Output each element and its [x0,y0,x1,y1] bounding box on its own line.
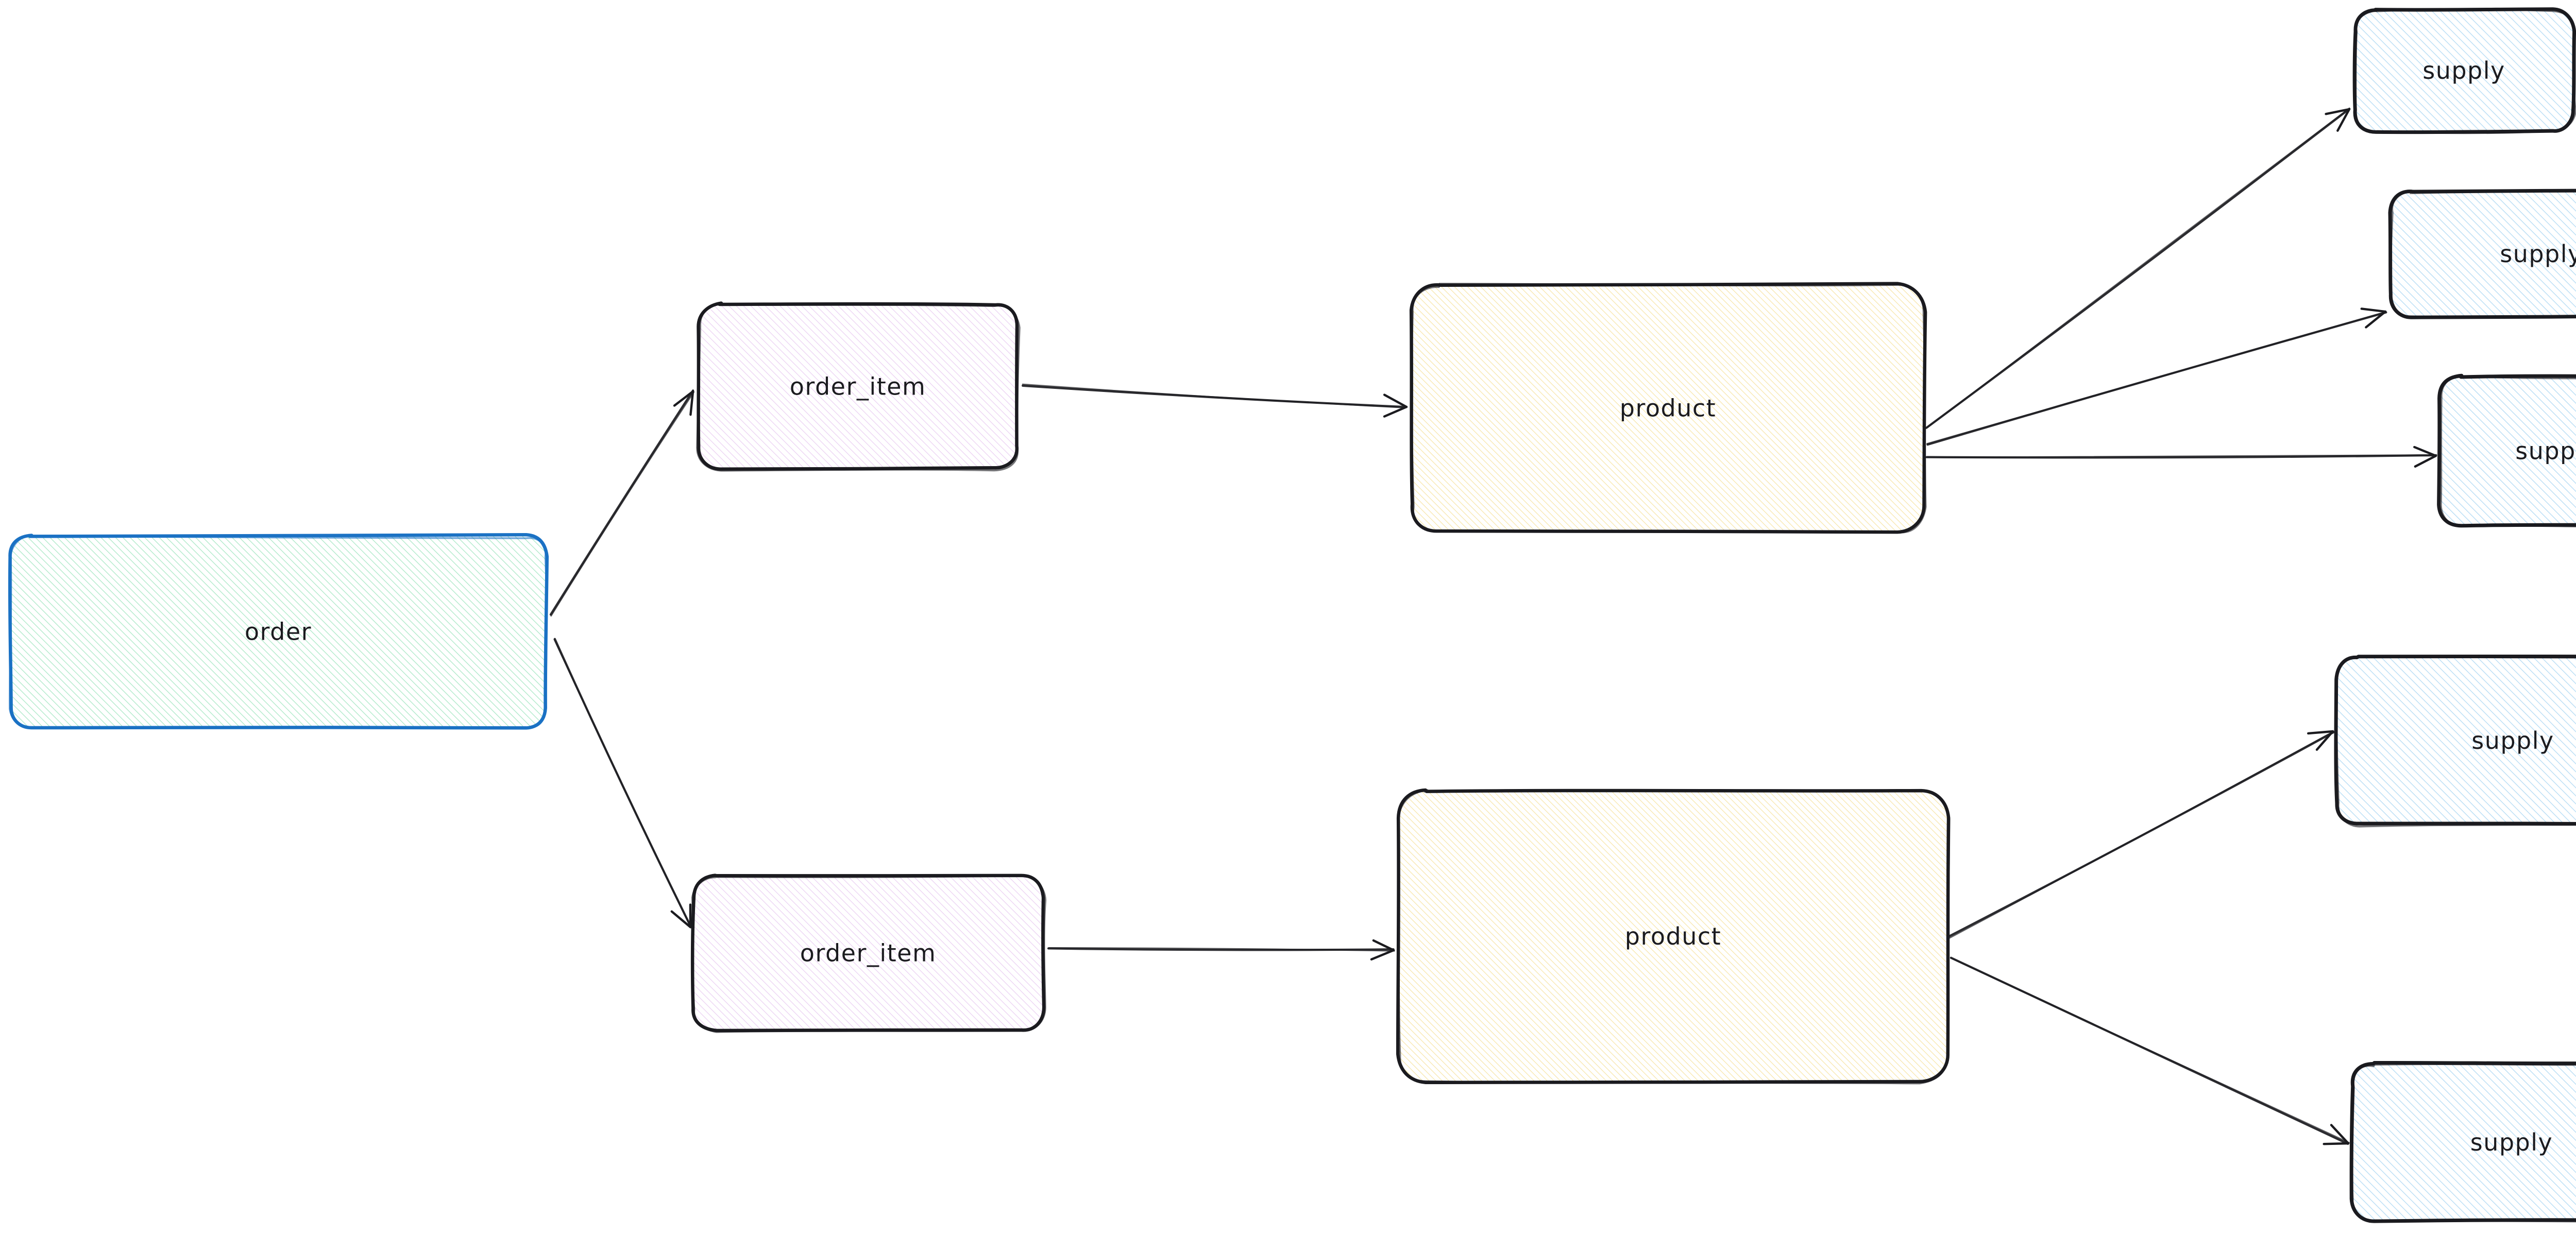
node-order[interactable]: order [8,533,549,730]
node-hatch-fill [2351,1063,2576,1222]
node-label-order: order [245,618,312,646]
node-supply_4[interactable]: supply [2334,654,2576,828]
node-outline-secondary [2439,375,2576,527]
node-label-supply_1: supply [2422,57,2505,84]
node-label-supply_2: supply [2500,240,2576,268]
edge-product_1-to-supply_1 [1925,107,2351,430]
node-hatch-fill [2390,191,2576,318]
node-label-order_item_1: order_item [790,373,926,401]
edge-order_item_2-to-product_2 [1047,939,1395,961]
edge-product_1-to-supply_3 [1925,446,2437,468]
edge-layer [549,107,2437,1145]
node-label-product_2: product [1625,922,1721,950]
node-outline-secondary [1397,789,1951,1085]
node-hatch-fill [2335,656,2576,824]
node-outline-secondary [2354,8,2576,134]
edge-order-to-order_item_1 [549,389,695,617]
node-label-supply_5: supply [2470,1128,2553,1156]
node-supply_5[interactable]: supply [2349,1060,2576,1223]
node-label-supply_4: supply [2471,727,2554,755]
node-outline-secondary [691,875,1047,1033]
edge-product_2-to-supply_4 [1947,730,2335,939]
node-outline-secondary [8,535,548,729]
node-supply_3[interactable]: supply [2437,373,2576,528]
node-label-order_item_2: order_item [800,939,937,967]
node-hatch-fill [2354,9,2574,132]
node-product_2[interactable]: product [1396,788,1951,1085]
edge-product_2-to-supply_5 [1950,956,2350,1145]
edge-order_item_1-to-product_1 [1021,383,1408,418]
node-hatch-fill [10,535,547,728]
node-outline-secondary [696,302,1021,472]
node-hatch-fill [1398,790,1949,1083]
node-order_item_1[interactable]: order_item [696,301,1021,472]
node-supply_2[interactable]: supply [2388,189,2576,319]
node-layer: orderorder_itemorder_itemproductproducts… [8,7,2576,1223]
node-outline-secondary [2389,190,2576,319]
node-hatch-fill [692,875,1044,1031]
node-label-supply_3: supply [2515,437,2576,465]
node-hatch-fill [1411,283,1926,533]
node-supply_1[interactable]: supply [2352,7,2576,134]
node-hatch-fill [698,303,1018,469]
node-order_item_2[interactable]: order_item [690,874,1047,1033]
node-product_1[interactable]: product [1409,282,1927,534]
node-outline [2437,373,2576,528]
node-outline-secondary [1411,283,1927,534]
node-outline [2334,654,2576,826]
node-outline-secondary [2351,1063,2576,1223]
node-label-product_1: product [1620,395,1716,422]
edge-order-to-order_item_2 [553,638,692,929]
node-outline-secondary [2335,655,2576,828]
edge-product_1-to-supply_2 [1926,307,2387,446]
node-hatch-fill [2438,375,2576,526]
